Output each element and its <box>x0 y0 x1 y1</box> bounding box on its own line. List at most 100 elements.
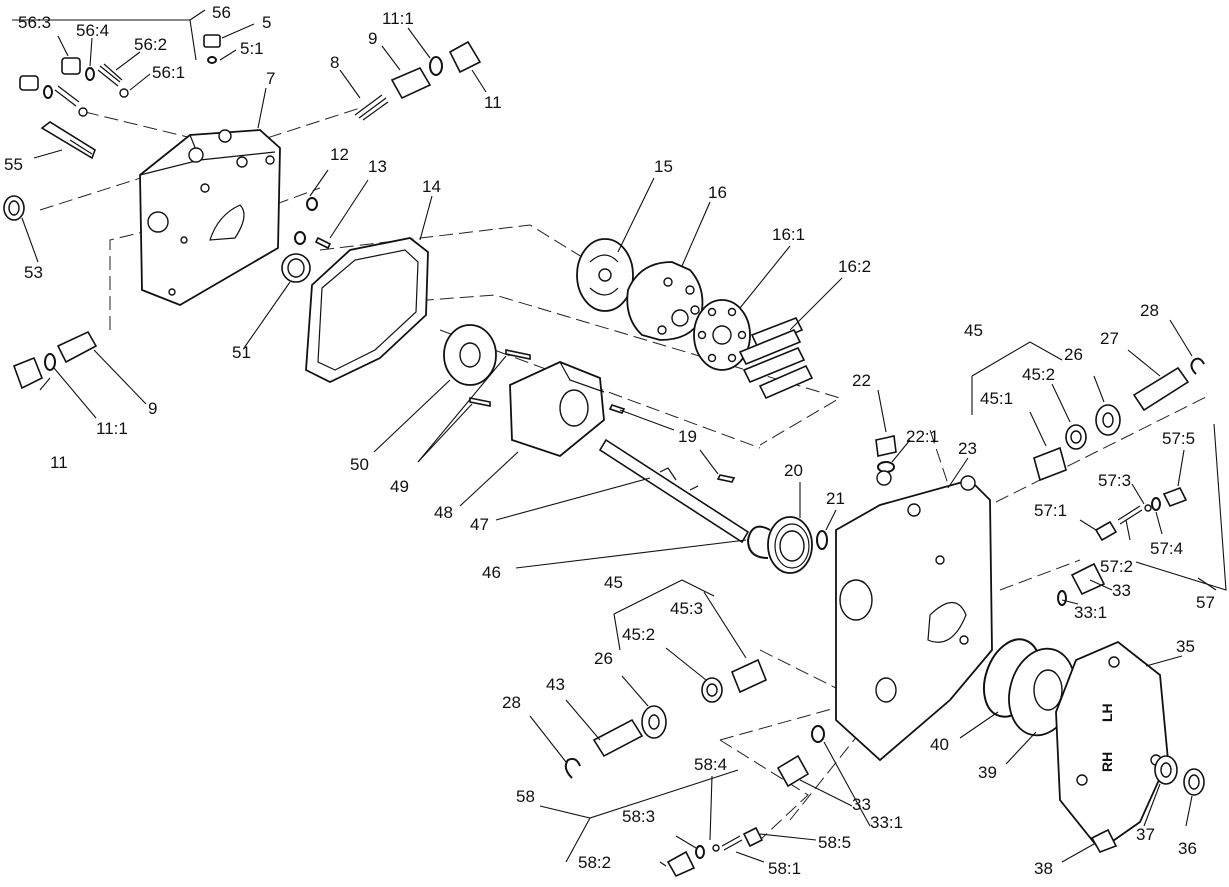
clip-28-upper-part <box>1190 357 1205 375</box>
spring-8-part <box>354 94 389 121</box>
plug-5-part <box>203 34 221 64</box>
pistons-16-2-part <box>738 316 814 400</box>
callout-20: 20 <box>784 461 803 480</box>
callout-19: 19 <box>678 427 697 446</box>
callout-40: 40 <box>930 735 949 754</box>
callout-9-lower: 9 <box>148 399 157 418</box>
plug-11-upper-part <box>429 40 482 76</box>
callout-57-4: 57:4 <box>1150 539 1183 558</box>
o-ring-12-part <box>294 197 318 245</box>
key-19-part <box>608 404 736 483</box>
callout-58: 58 <box>516 787 535 806</box>
plug-11-lower-part <box>12 353 56 390</box>
callout-27: 27 <box>1100 329 1119 348</box>
callout-58-4: 58:4 <box>694 755 727 774</box>
rh-marking: RH <box>1099 752 1115 772</box>
callout-5: 5 <box>262 13 271 32</box>
callout-5-1: 5:1 <box>240 39 264 58</box>
main-housing-part <box>835 470 993 762</box>
relief-valve-56-parts <box>19 57 129 117</box>
callout-57-5: 57:5 <box>1162 429 1195 448</box>
callout-39: 39 <box>978 763 997 782</box>
valve-57-parts <box>1094 486 1188 542</box>
callout-35: 35 <box>1176 637 1195 656</box>
callout-45-2-lower: 45:2 <box>622 625 655 644</box>
callout-33-1-upper: 33:1 <box>1074 603 1107 622</box>
callout-56: 56 <box>212 3 231 22</box>
pump-cover-35-part: LH RH <box>1055 640 1169 852</box>
plug-22-part <box>875 435 897 473</box>
snap-ring-46-part <box>746 525 771 559</box>
callout-56-3: 56:3 <box>18 13 51 32</box>
leader-lines <box>12 9 1227 867</box>
bolt-55-part <box>40 121 96 160</box>
shaft-47-part <box>598 438 750 544</box>
ring-21-part <box>816 530 828 550</box>
callout-37: 37 <box>1136 825 1155 844</box>
callout-7: 7 <box>266 69 275 88</box>
washer-26-lower-part <box>641 705 667 739</box>
washer-26-upper-part <box>1095 404 1121 436</box>
port-plate-15-part <box>576 238 634 312</box>
seal-37-part <box>1154 755 1178 785</box>
callout-26-upper: 26 <box>1064 345 1083 364</box>
callout-12: 12 <box>330 145 349 164</box>
bearing-20-part <box>767 516 813 574</box>
bushing-53-part <box>3 195 25 221</box>
callout-45-3: 45:3 <box>670 599 703 618</box>
retainer-plate-16-1-part <box>693 299 751 371</box>
valve-9-upper-part <box>390 66 432 100</box>
pin-13-part <box>314 236 332 250</box>
callout-49: 49 <box>390 477 409 496</box>
callout-33-lower: 33 <box>852 795 871 814</box>
callout-36: 36 <box>1178 839 1197 858</box>
callout-11-1-upper: 11:1 <box>382 9 414 28</box>
callout-57-1: 57:1 <box>1034 501 1067 520</box>
callout-57-2: 57:2 <box>1100 557 1133 576</box>
callout-57: 57 <box>1196 593 1215 612</box>
callout-56-4: 56:4 <box>76 21 109 40</box>
gasket-14-part <box>305 237 429 384</box>
valve-9-lower-part <box>56 330 98 364</box>
callout-58-5: 58:5 <box>818 833 851 852</box>
valve-58-parts <box>666 826 764 878</box>
callout-48: 48 <box>434 503 453 522</box>
callout-labels: 56 56:3 56:4 56:2 56:1 5 5:1 7 8 9 11:1 … <box>4 3 1215 878</box>
callout-22-1: 22:1 <box>906 427 939 446</box>
callout-11-lower: 11 <box>50 453 68 472</box>
callout-43: 43 <box>546 675 565 694</box>
bushing-51-part <box>281 253 311 283</box>
cap-36-part <box>1183 768 1205 796</box>
thrust-washer-50-part <box>443 324 497 386</box>
callout-56-1: 56:1 <box>152 63 185 82</box>
callout-47: 47 <box>470 515 489 534</box>
callout-23: 23 <box>958 439 977 458</box>
callout-22: 22 <box>852 371 871 390</box>
callout-8: 8 <box>330 53 339 72</box>
callout-55: 55 <box>4 155 23 174</box>
callout-16-1: 16:1 <box>772 225 805 244</box>
callout-58-3: 58:3 <box>622 807 655 826</box>
callout-46: 46 <box>482 563 501 582</box>
callout-16-2: 16:2 <box>838 257 871 276</box>
callout-11-1-lower: 11:1 <box>96 419 128 438</box>
plug-33-upper-part <box>1057 562 1106 606</box>
pin-27-part <box>1132 366 1190 412</box>
clip-28-lower-part <box>564 757 581 779</box>
callout-53: 53 <box>24 263 43 282</box>
pins-49-part <box>469 349 531 407</box>
callout-45-upper: 45 <box>964 321 983 340</box>
bushing-45-1-upper-part <box>1033 424 1087 482</box>
callout-16: 16 <box>708 183 727 202</box>
callout-28-upper: 28 <box>1140 301 1159 320</box>
callout-50: 50 <box>350 455 369 474</box>
bushing-45-3-part <box>730 658 768 694</box>
callout-33-upper: 33 <box>1112 581 1131 600</box>
callout-11-upper: 11 <box>484 93 502 112</box>
callout-51: 51 <box>232 343 251 362</box>
callout-33-1-lower: 33:1 <box>870 813 903 832</box>
callout-57-3: 57:3 <box>1098 471 1131 490</box>
callout-28-lower: 28 <box>502 693 521 712</box>
pin-43-part <box>592 718 644 758</box>
